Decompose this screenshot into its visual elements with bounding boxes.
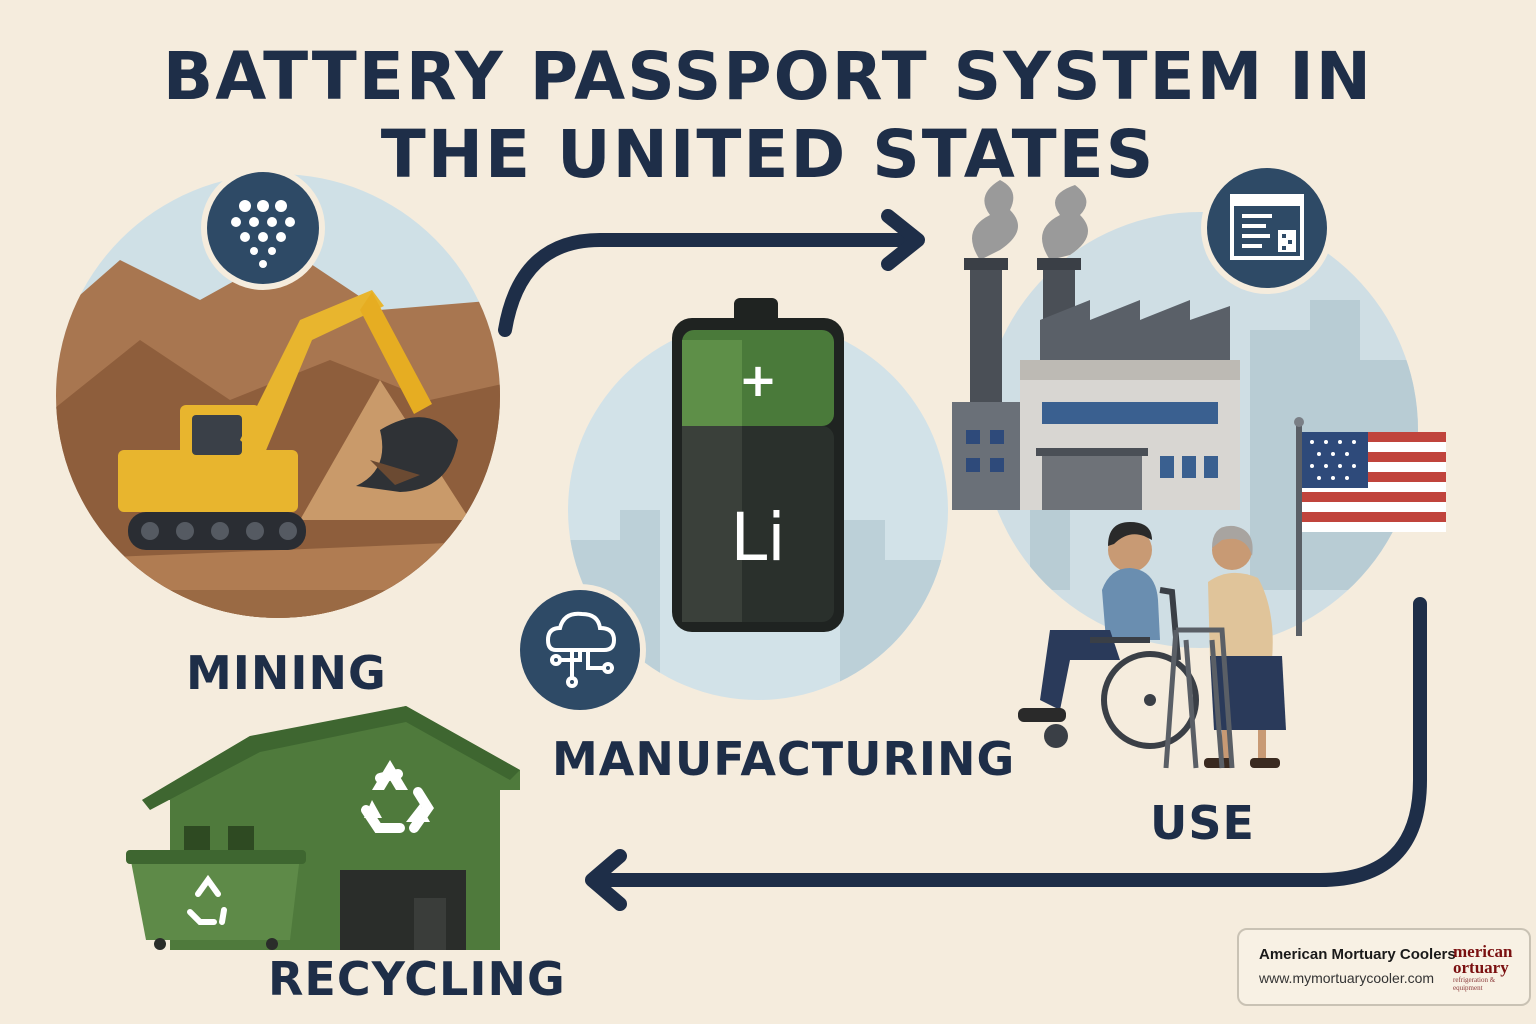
stage-label-manufacturing: MANUFACTURING xyxy=(552,732,1016,786)
brand-name: American Mortuary Coolers xyxy=(1259,946,1456,963)
document-qr-icon xyxy=(1230,194,1304,260)
stage-label-mining: MINING xyxy=(186,646,387,700)
excavator xyxy=(118,290,458,550)
arrow-mining-to-manufacturing xyxy=(498,233,923,337)
mineral-dots-icon xyxy=(231,200,295,268)
wheelchair-user xyxy=(1018,522,1199,749)
battery-element: Li xyxy=(730,499,785,576)
title-line-2: THE UNITED STATES xyxy=(380,116,1156,193)
manufacturing-icon-badge xyxy=(514,584,646,716)
brand-logo: merican ortuary refrigeration & equipmen… xyxy=(1453,944,1513,992)
arrow-use-to-recycling xyxy=(593,597,1427,887)
recycling-facility xyxy=(126,706,520,950)
cloud-network-icon xyxy=(545,611,617,688)
mining-icon-badge xyxy=(201,166,325,290)
recycle-icon xyxy=(187,874,227,925)
walker-user xyxy=(1163,525,1286,769)
brand-url[interactable]: www.mymortuarycooler.com xyxy=(1259,970,1435,986)
flag-icon xyxy=(1294,417,1446,636)
brand-badge[interactable]: American Mortuary Coolers www.mymortuary… xyxy=(1237,928,1531,1006)
factory xyxy=(952,180,1240,510)
stage-label-recycling: RECYCLING xyxy=(268,952,566,1006)
title-line-1: BATTERY PASSPORT SYSTEM IN xyxy=(162,38,1374,115)
stage-label-use: USE xyxy=(1150,796,1255,850)
page-title: BATTERY PASSPORT SYSTEM IN THE UNITED ST… xyxy=(0,38,1536,194)
battery: + Li xyxy=(672,298,844,632)
use-icon-badge xyxy=(1201,162,1333,294)
battery-plus: + xyxy=(739,353,778,407)
